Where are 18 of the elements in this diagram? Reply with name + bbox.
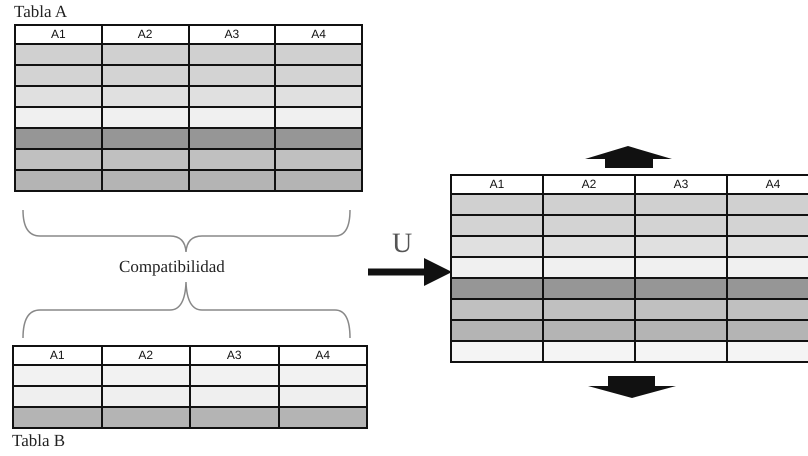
- column-header: A1: [16, 26, 101, 43]
- arrow: [368, 258, 452, 286]
- edge-label: U: [392, 228, 412, 260]
- column-header: A4: [728, 176, 808, 193]
- data-table: [450, 174, 808, 363]
- column-header: A1: [452, 176, 542, 193]
- column-header: A3: [191, 347, 278, 364]
- table-title: Tabla B: [12, 431, 66, 451]
- column-header: A2: [102, 347, 189, 364]
- column-header: A3: [190, 26, 274, 43]
- column-header: A4: [276, 26, 361, 43]
- table-title: Tabla A: [14, 2, 68, 22]
- column-header: A2: [102, 26, 188, 43]
- bracket-label: Compatibilidad: [119, 257, 225, 277]
- column-header: A4: [280, 347, 366, 364]
- column-header: A2: [544, 176, 634, 193]
- column-header: A3: [636, 176, 726, 193]
- column-header: A1: [14, 347, 100, 364]
